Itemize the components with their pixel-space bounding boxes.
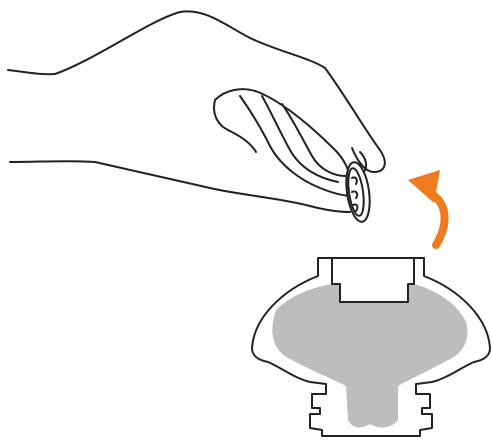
hand-holding-coin-icon [8,11,385,212]
cap-icon [252,258,490,436]
curved-arrow-icon [408,170,445,245]
